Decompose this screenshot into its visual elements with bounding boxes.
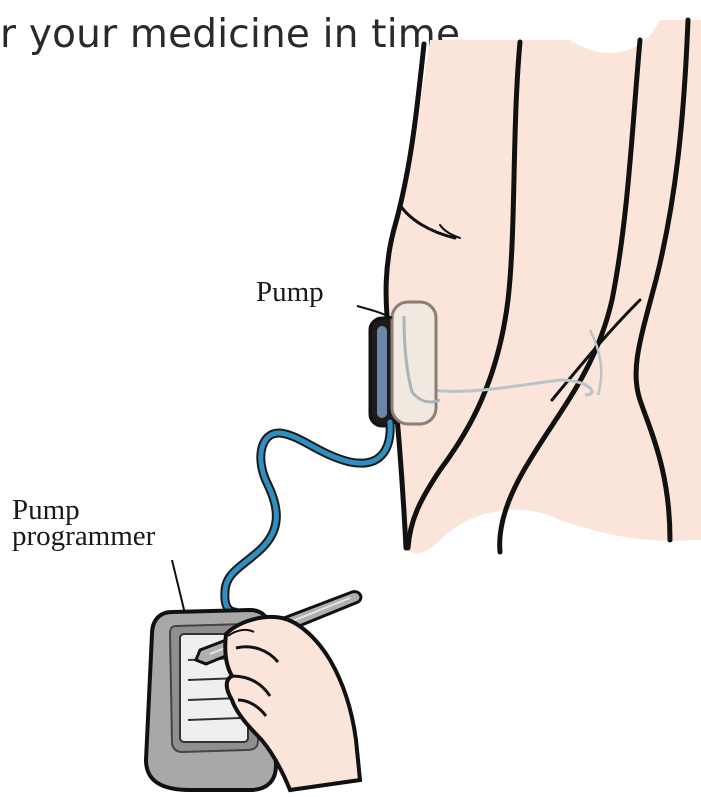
pump-case — [392, 302, 436, 424]
pump-label: Pump — [256, 279, 324, 305]
connecting-tube — [225, 422, 390, 612]
connecting-tube-color — [225, 422, 390, 612]
pump-programmer-label: Pump programmer — [12, 497, 155, 549]
pump-device — [370, 302, 440, 426]
pump-programmer-label-line2: programmer — [12, 523, 155, 549]
pump-case-edge — [377, 326, 387, 418]
programmer-label-leader — [172, 560, 186, 618]
